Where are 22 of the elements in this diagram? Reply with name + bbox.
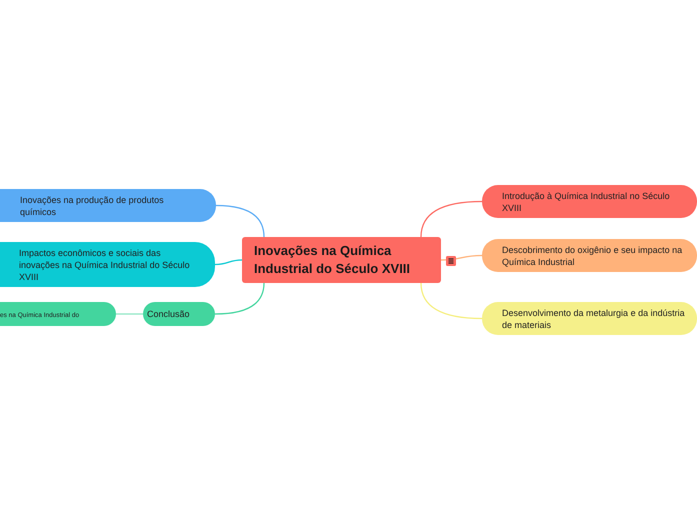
subtopic-box — [143, 302, 215, 326]
topic-box — [0, 189, 216, 222]
topic-box — [482, 239, 697, 272]
topic-box — [0, 242, 215, 287]
connector-line — [216, 204, 265, 238]
connector-line — [440, 254, 482, 261]
topic-text: Inovações na Química Industrial do Século XVIII — [254, 242, 412, 278]
topic-text: Descobrimento do oxigênio e seu impacto na Química Industrial — [502, 244, 684, 268]
topic-text: Introdução à Química Industrial no Século XVIII — [502, 190, 671, 214]
connector-line — [214, 259, 242, 266]
topic-box — [482, 185, 697, 218]
topic-box — [482, 302, 697, 335]
topic-text: Impactos econômicos e sociais das inovações na Química Industrial do Século XVIII — [19, 246, 191, 282]
connector-line — [420, 200, 482, 238]
topic-text: Inovações na produção de produtos químicos — [20, 194, 165, 218]
connector-line — [116, 313, 143, 315]
central-topic-box — [242, 237, 441, 283]
topic-text: Conclusão — [147, 308, 191, 320]
topic-text: Desenvolvimento da metalurgia e da indústria de materiais — [502, 306, 685, 330]
connector-line — [420, 282, 482, 320]
subtopic-box — [0, 302, 116, 326]
connector-line — [214, 282, 265, 315]
